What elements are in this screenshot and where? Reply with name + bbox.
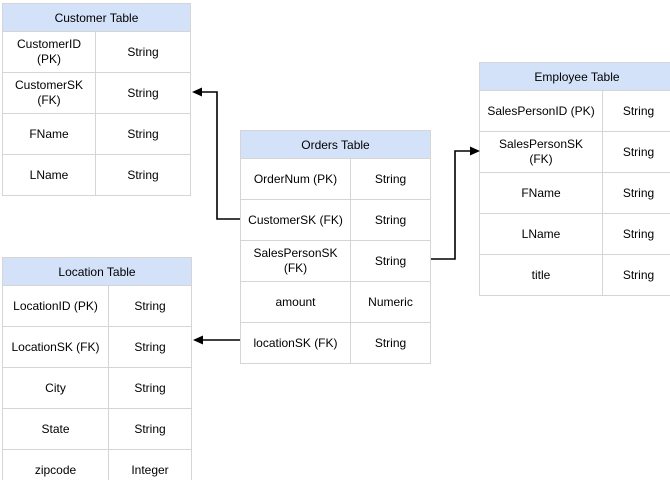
type-cell: Integer xyxy=(131,462,169,477)
location-table: Location Table LocationID (PK) String Lo… xyxy=(2,257,192,480)
field-cell: LName xyxy=(480,214,603,254)
table-row: CustomerID (PK) String xyxy=(3,32,190,72)
type-cell: String xyxy=(622,185,655,200)
field-cell: zipcode xyxy=(3,450,109,480)
table-row: CustomerSK (FK) String xyxy=(3,72,190,113)
type-cell: String xyxy=(374,335,407,350)
type-cell: String xyxy=(622,226,655,241)
customer-table-title: Customer Table xyxy=(3,4,190,32)
table-row: LocationID (PK) String xyxy=(3,286,191,326)
type-cell: String xyxy=(134,380,166,395)
table-row: LocationSK (FK) String xyxy=(3,326,191,367)
field-cell: LName xyxy=(3,155,96,195)
table-row: zipcode Integer xyxy=(3,449,191,480)
table-row: State String xyxy=(3,408,191,449)
field-cell: LocationID (PK) xyxy=(3,286,109,326)
type-cell: String xyxy=(127,44,159,59)
table-row: OrderNum (PK) String xyxy=(241,159,430,199)
type-cell: String xyxy=(127,167,159,182)
field-cell: FName xyxy=(480,173,603,213)
type-cell: String xyxy=(622,267,655,282)
type-cell: String xyxy=(134,339,166,354)
field-cell: OrderNum (PK) xyxy=(241,159,351,199)
orders-table-title: Orders Table xyxy=(241,131,430,159)
table-row: locationSK (FK) String xyxy=(241,322,430,363)
type-cell: String xyxy=(622,103,655,118)
table-row: FName String xyxy=(480,172,670,213)
arrow-orders-to-customer xyxy=(192,87,240,220)
field-cell: CustomerSK (FK) xyxy=(3,73,96,113)
field-cell: SalesPersonSK (FK) xyxy=(241,241,351,281)
table-row: LName String xyxy=(480,213,670,254)
arrow-orders-to-location xyxy=(193,335,240,345)
field-cell: CustomerID (PK) xyxy=(3,32,96,72)
table-row: SalesPersonSK (FK) String xyxy=(480,131,670,172)
field-cell: amount xyxy=(241,282,351,322)
table-row: title String xyxy=(480,254,670,295)
arrow-orders-to-employee xyxy=(431,146,480,260)
field-cell: State xyxy=(3,409,109,449)
table-row: SalesPersonSK (FK) String xyxy=(241,240,430,281)
customer-table: Customer Table CustomerID (PK) String Cu… xyxy=(2,3,191,196)
type-cell: String xyxy=(374,171,407,186)
table-row: FName String xyxy=(3,113,190,154)
table-row: City String xyxy=(3,367,191,408)
orders-table: Orders Table OrderNum (PK) String Custom… xyxy=(240,130,431,364)
table-row: LName String xyxy=(3,154,190,195)
field-cell: title xyxy=(480,255,603,295)
employee-table: Employee Table SalesPersonID (PK) String… xyxy=(479,62,670,296)
type-cell: Numeric xyxy=(368,294,413,309)
field-cell: City xyxy=(3,368,109,408)
field-cell: FName xyxy=(3,114,96,154)
employee-table-title: Employee Table xyxy=(480,63,670,91)
type-cell: String xyxy=(134,298,166,313)
field-cell: SalesPersonID (PK) xyxy=(480,91,603,131)
field-cell: LocationSK (FK) xyxy=(3,327,109,367)
table-row: SalesPersonID (PK) String xyxy=(480,91,670,131)
type-cell: String xyxy=(622,144,655,159)
type-cell: String xyxy=(127,85,159,100)
table-row: amount Numeric xyxy=(241,281,430,322)
type-cell: String xyxy=(374,253,407,268)
type-cell: String xyxy=(127,126,159,141)
table-row: CustomerSK (FK) String xyxy=(241,199,430,240)
type-cell: String xyxy=(374,212,407,227)
field-cell: locationSK (FK) xyxy=(241,323,351,363)
field-cell: SalesPersonSK (FK) xyxy=(480,132,603,172)
field-cell: CustomerSK (FK) xyxy=(241,200,351,240)
type-cell: String xyxy=(134,421,166,436)
location-table-title: Location Table xyxy=(3,258,191,286)
